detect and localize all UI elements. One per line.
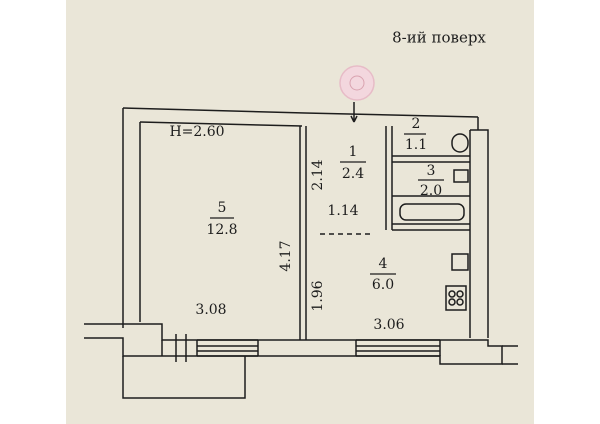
toilet-fixture [451,133,469,153]
stove-burner [448,290,456,298]
bottom-wall [84,323,503,365]
room-3-area: 2.0 [419,183,443,199]
dimension-label: 1.96 [310,280,326,312]
stove-burner [448,298,456,306]
left-outer-wall [122,108,141,328]
dimension-label: 1.14 [327,203,359,219]
room-5-number: 5 [217,200,227,216]
kitchen-sink-fixture [451,253,469,271]
stamp-mark [339,65,375,101]
sink-fixture [453,169,469,183]
bathroom-block-walls [385,126,470,231]
ceiling-height-label: H=2.60 [169,124,225,140]
balcony-door [161,334,187,362]
outer-wall [122,107,479,118]
room-2-area: 1.1 [404,137,428,153]
window-right [356,339,440,357]
dimension-label: 3.08 [195,302,227,318]
room-1-number: 1 [348,144,358,160]
floor-label: 8-ий поверх [392,28,486,47]
window-left [197,339,258,357]
window-mullions [196,340,441,356]
dimension-arrow [350,102,358,123]
room-4-number: 4 [378,256,388,272]
room-4-area: 6.0 [371,277,395,293]
dimension-label: 2.14 [310,159,326,191]
stove-fixture [445,285,467,311]
partition-wall-left [299,126,307,340]
balcony-outline [122,356,246,399]
outer-wall-inner-line [139,121,303,127]
dimension-label: 3.06 [373,317,405,333]
room-3-number: 3 [426,163,436,179]
room-5-area: 12.8 [206,222,238,238]
toilet-bath-divider [392,155,470,163]
right-outer-wall [469,129,489,338]
bathtub-fixture [399,203,465,221]
stove-burner [456,298,464,306]
dimension-label: 4.17 [278,240,294,272]
room-1-area: 2.4 [341,166,365,182]
bottom-extension-stub [502,345,518,365]
room-2-number: 2 [411,116,421,132]
stamp-inner-mark [349,75,365,91]
stove-burner [456,290,464,298]
